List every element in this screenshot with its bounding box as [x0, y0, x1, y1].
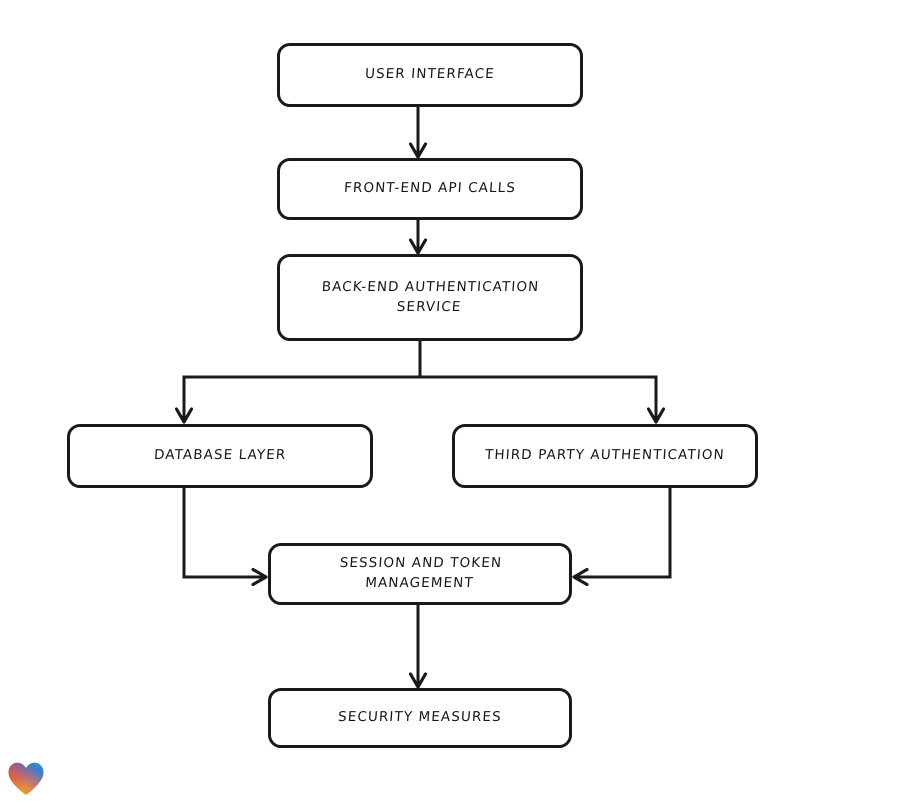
- edge-backend-branch-bus: [182, 339, 658, 379]
- node-label-front-end-api-calls: Front-End API Calls: [343, 180, 517, 197]
- edge-frontend-to-backend: [408, 218, 428, 255]
- edge-backend-to-thirdparty: [646, 375, 666, 424]
- node-label-back-end-authentication-service: Back-End Authentication Service: [321, 278, 541, 315]
- edge-ui-to-frontend: [408, 105, 428, 159]
- node-label-security-measures: Security Measures: [337, 709, 503, 726]
- node-back-end-authentication-service[interactable]: Back-End Authentication Service: [277, 254, 583, 341]
- edge-backend-to-database: [174, 375, 194, 424]
- node-front-end-api-calls[interactable]: Front-End API Calls: [277, 158, 583, 220]
- node-security-measures[interactable]: Security Measures: [268, 688, 572, 748]
- heart-icon: [8, 762, 44, 795]
- node-label-third-party-authentication: Third Party Authentication: [484, 447, 726, 464]
- node-label-database-layer: Database Layer: [153, 447, 287, 464]
- node-label-user-interface: User Interface: [364, 66, 496, 83]
- edge-thirdparty-to-session: [572, 486, 672, 587]
- node-user-interface[interactable]: User Interface: [277, 43, 583, 107]
- node-third-party-authentication[interactable]: Third Party Authentication: [452, 424, 758, 488]
- node-session-and-token-management[interactable]: Session and Token Management: [268, 543, 572, 605]
- node-label-session-and-token-management: Session and Token Management: [339, 555, 503, 591]
- edge-session-to-security: [408, 603, 428, 689]
- node-database-layer[interactable]: Database Layer: [67, 424, 373, 488]
- edge-database-to-session: [182, 486, 268, 587]
